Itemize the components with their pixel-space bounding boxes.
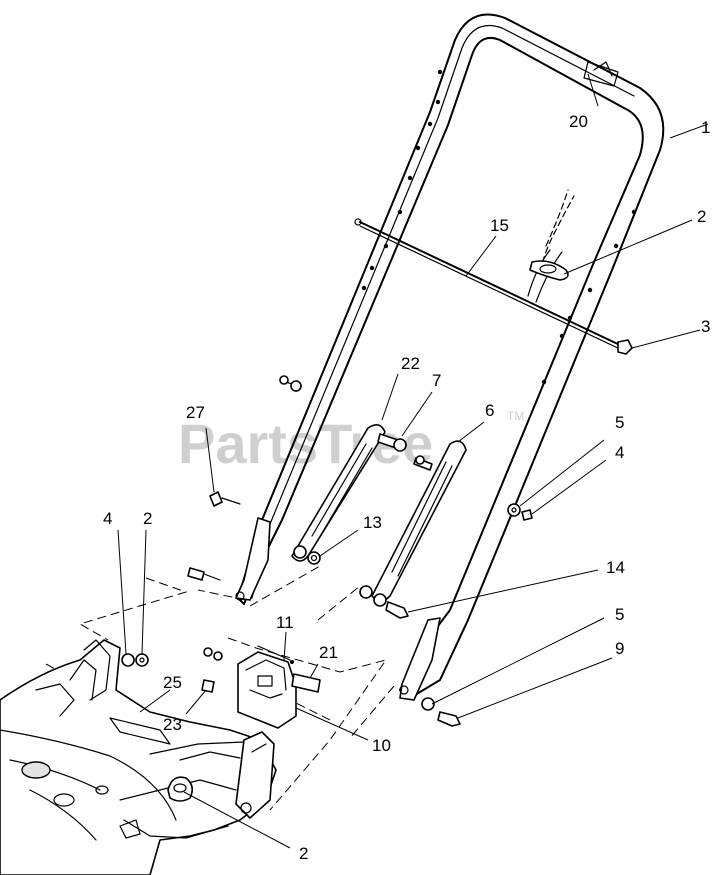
callout-21: 22 bbox=[401, 354, 420, 373]
mower-deck bbox=[0, 639, 277, 875]
callout-10: 10 bbox=[372, 736, 391, 755]
callout-4-upper: 4 bbox=[615, 443, 624, 462]
callout-27: 4 bbox=[103, 509, 112, 528]
callout-23: 25 bbox=[163, 673, 182, 692]
callout-4-lower: 2 bbox=[143, 509, 152, 528]
cable-clip bbox=[527, 189, 575, 303]
callout-3: 3 bbox=[701, 317, 710, 336]
callout-2-upper: 2 bbox=[697, 207, 706, 226]
callout-5-upper: 5 bbox=[615, 413, 624, 432]
callout-15: 15 bbox=[490, 216, 509, 235]
callout-13: 13 bbox=[363, 513, 382, 532]
callout-9: 9 bbox=[615, 639, 624, 658]
callout-1: 1 bbox=[701, 118, 710, 137]
watermark-trademark: TM bbox=[507, 409, 524, 423]
upper-handle bbox=[235, 13, 665, 701]
leader-lines bbox=[117, 73, 709, 849]
callout-5-lower: 5 bbox=[615, 605, 624, 624]
handle-rivets bbox=[361, 69, 637, 385]
callout-22: 23 bbox=[163, 715, 182, 734]
cross-rod bbox=[354, 218, 633, 355]
bracket bbox=[237, 645, 321, 729]
callout-7: 7 bbox=[432, 371, 441, 390]
callout-6: 6 bbox=[485, 401, 494, 420]
callout-26: 27 bbox=[186, 403, 205, 422]
callout-25: 20 bbox=[569, 112, 588, 131]
callout-11: 11 bbox=[276, 613, 294, 632]
callout-20: 21 bbox=[319, 643, 338, 662]
callout-labels: 20 1 2 15 3 22 7 27 6 5 4 4 2 13 14 11 2… bbox=[103, 112, 710, 863]
callout-14: 14 bbox=[606, 558, 625, 577]
callout-2-lower: 2 bbox=[299, 844, 308, 863]
adjustment-link-right bbox=[371, 440, 467, 602]
